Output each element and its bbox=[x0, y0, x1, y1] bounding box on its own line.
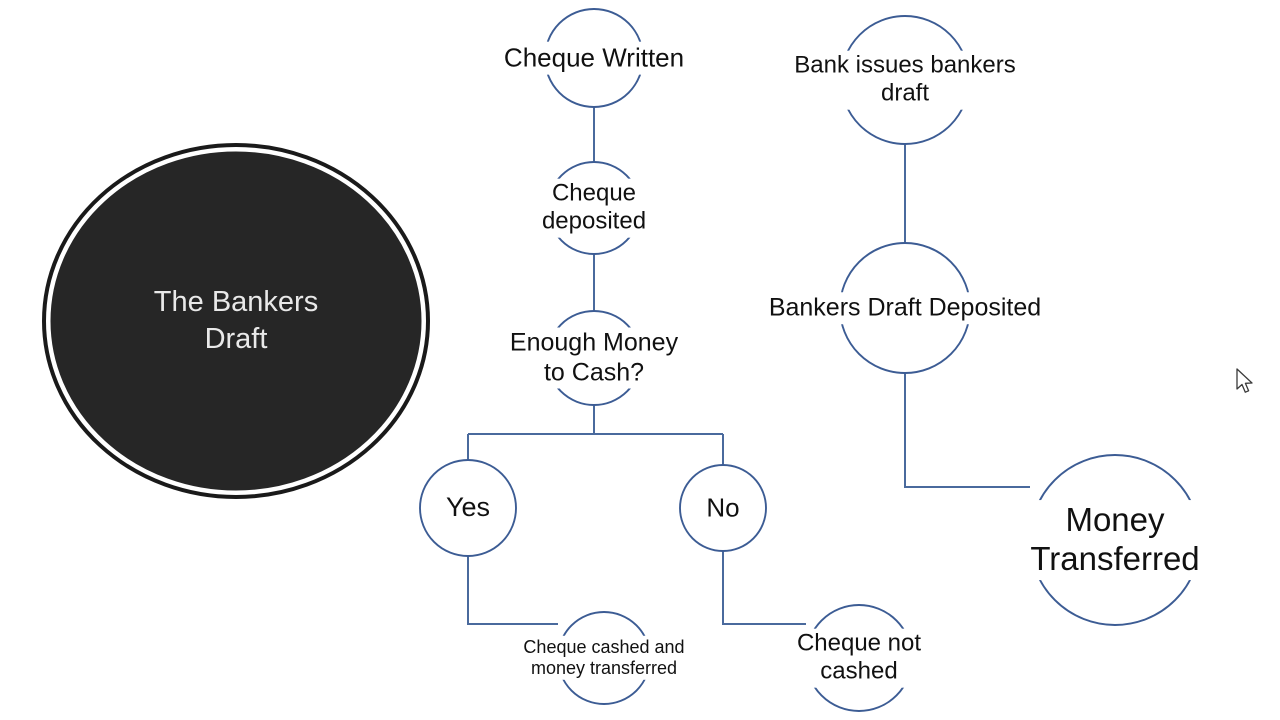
node-label-line-1: Yes bbox=[445, 492, 491, 523]
node-label-line-1: Cheque not bbox=[796, 629, 922, 657]
node-label-line-2: deposited bbox=[541, 208, 647, 235]
connector-bankers-draft-deposited-to-money-transferred bbox=[904, 373, 1030, 488]
node-label-no[interactable]: No bbox=[702, 491, 744, 525]
node-label-line-1: Bankers Draft Deposited bbox=[768, 293, 1042, 322]
node-label-line-1: No bbox=[706, 492, 740, 523]
node-label-line-1: Enough Money bbox=[509, 328, 679, 357]
node-label-line-2: money transferred bbox=[530, 658, 678, 678]
node-label-bankers-draft-deposited[interactable]: Bankers Draft Deposited bbox=[764, 292, 1046, 324]
node-label-line-2: to Cash? bbox=[543, 358, 645, 386]
hero-label-line-1: The Bankers bbox=[153, 285, 319, 318]
node-label-line-1: Cheque Written bbox=[503, 42, 685, 73]
connector-yes-to-cheque-cashed bbox=[467, 556, 558, 625]
connectors-layer bbox=[467, 107, 1030, 625]
node-label-line-1: Bank issues bankers bbox=[794, 51, 1016, 79]
hero-shape-layer bbox=[42, 143, 430, 499]
node-label-yes[interactable]: Yes bbox=[441, 491, 495, 525]
hero-label-line-2: Draft bbox=[204, 323, 268, 355]
node-label-cheque-written[interactable]: Cheque Written bbox=[499, 41, 689, 75]
hero-shape-the-bankers-draft[interactable] bbox=[50, 151, 422, 491]
node-label-line-1: Money bbox=[1065, 501, 1165, 539]
node-label-line-2: Transferred bbox=[1030, 540, 1200, 577]
node-label-line-1: Cheque bbox=[551, 179, 637, 207]
node-label-line-1: Cheque cashed and bbox=[523, 636, 685, 657]
node-label-line-2: cashed bbox=[820, 658, 898, 685]
connector-no-to-cheque-not-cashed bbox=[722, 551, 806, 625]
node-label-line-2: draft bbox=[880, 80, 930, 107]
